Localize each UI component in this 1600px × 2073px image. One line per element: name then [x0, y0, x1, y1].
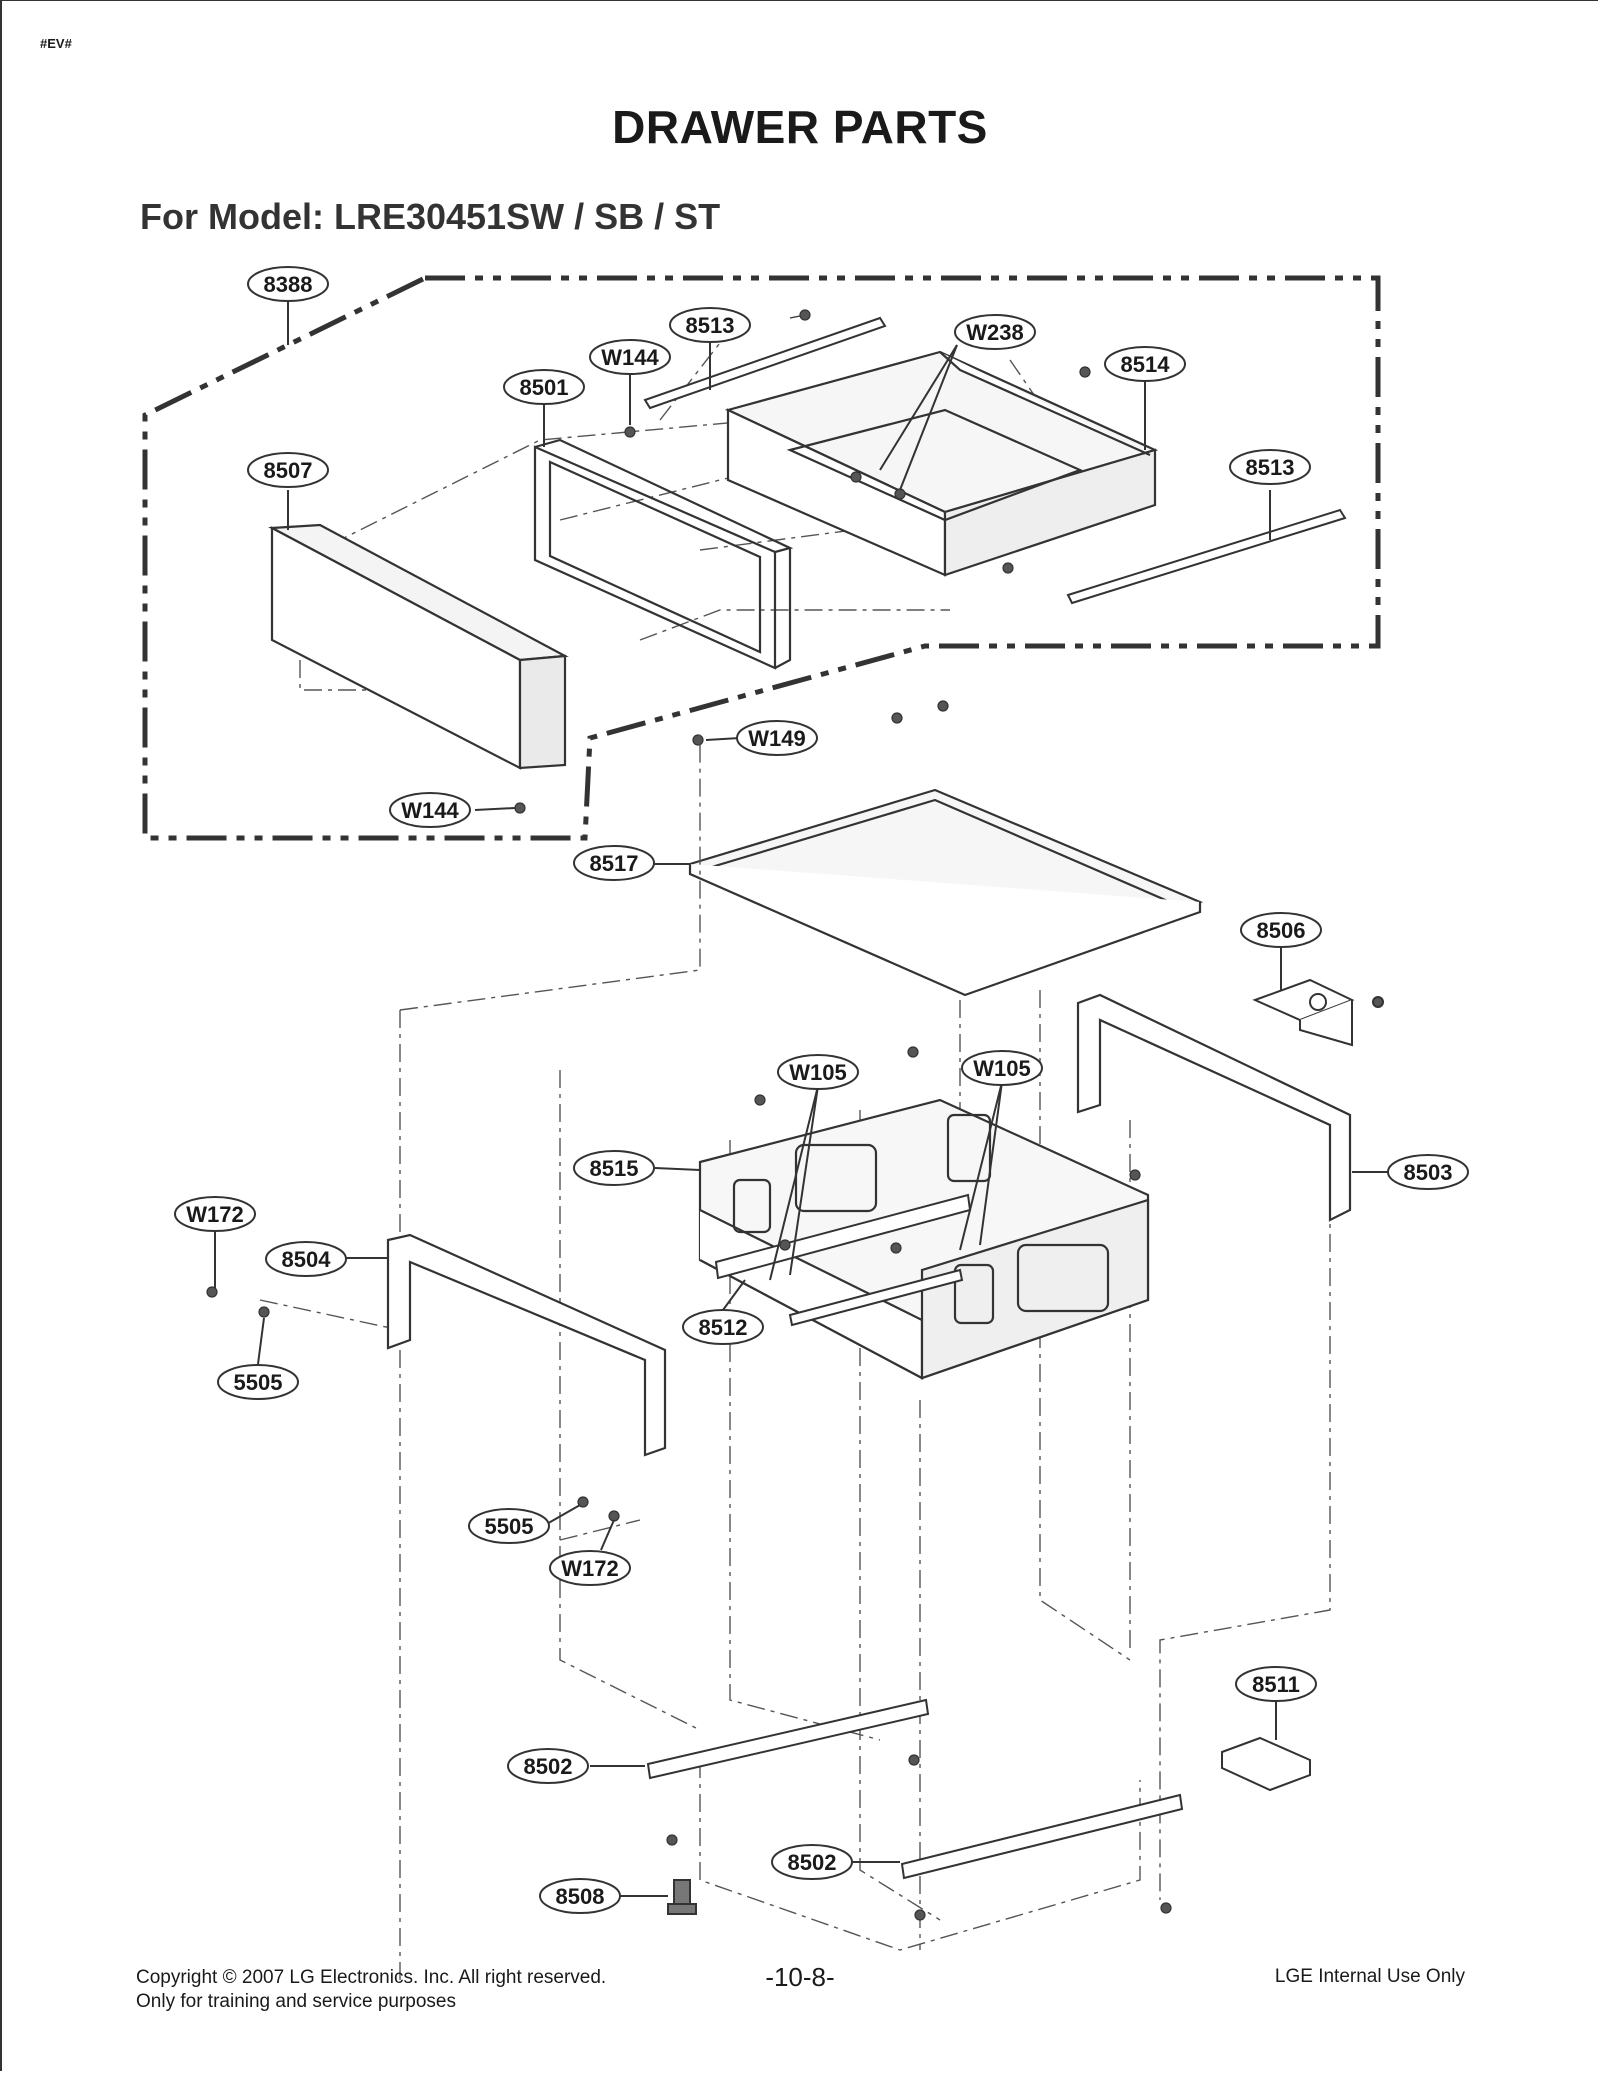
- document-tag: #EV#: [40, 36, 72, 51]
- callout-w144-bottom: W144: [389, 792, 471, 828]
- callout-label: 8506: [1257, 918, 1306, 943]
- callout-5505-left: 5505: [217, 1364, 299, 1400]
- part-8504-side-rail-left: [386, 1233, 667, 1457]
- footer-copyright: Copyright © 2007 LG Electronics. Inc. Al…: [136, 1967, 607, 1988]
- part-8513-rail-right: [1066, 508, 1347, 605]
- part-8503-side-rail-right: [1076, 993, 1352, 1222]
- footer-internal-note: LGE Internal Use Only: [1274, 1966, 1465, 1987]
- callout-w149: W149: [736, 720, 818, 756]
- part-8507-drawer-front: [268, 523, 569, 770]
- callouts: 8388 8513 W238 W144 8514 8501 8507 8513 …: [174, 266, 1469, 1914]
- callout-8514: 8514: [1104, 346, 1186, 382]
- footer-purpose: Only for training and service purposes: [136, 1991, 456, 2012]
- callout-8504: 8504: [265, 1241, 347, 1277]
- callout-label: 8507: [264, 458, 313, 483]
- leader-lines: [214, 300, 1390, 1897]
- callout-label: W238: [966, 320, 1023, 345]
- model-subtitle: For Model: LRE30451SW / SB / ST: [140, 196, 721, 237]
- part-8502-rail-right: [900, 1793, 1184, 1880]
- callout-label: 8511: [1252, 1672, 1300, 1697]
- callout-label: 8503: [1404, 1160, 1453, 1185]
- part-8501-drawer-frame: [533, 438, 794, 670]
- part-8502-rail-left: [646, 1698, 930, 1780]
- callout-label: W144: [601, 345, 659, 370]
- callout-8502-right: 8502: [771, 1844, 853, 1880]
- callout-label: 8388: [264, 272, 313, 297]
- page-title: DRAWER PARTS: [612, 101, 988, 153]
- screws-upper: [514, 309, 1091, 814]
- callout-label: 5505: [485, 1514, 534, 1539]
- callout-label: W172: [186, 1202, 243, 1227]
- callout-8506: 8506: [1240, 912, 1322, 948]
- callout-w172-left: W172: [174, 1196, 256, 1232]
- callout-w105-right: W105: [961, 1050, 1043, 1086]
- lower-alignment-lines: [259, 730, 1331, 1980]
- callout-8515: 8515: [573, 1150, 655, 1186]
- callout-5505-center: 5505: [468, 1508, 550, 1544]
- part-8514-drawer-tub: [724, 350, 1159, 577]
- callout-label: 8502: [524, 1754, 573, 1779]
- callout-8501: 8501: [503, 369, 585, 405]
- callout-label: W172: [561, 1556, 618, 1581]
- callout-label: 8513: [1246, 455, 1295, 480]
- page-number: -10-8-: [765, 1962, 835, 1992]
- callout-w105-left: W105: [777, 1054, 859, 1090]
- callout-label: 8504: [282, 1247, 332, 1272]
- callout-label: W144: [401, 798, 459, 823]
- callout-8507: 8507: [247, 452, 329, 488]
- callout-label: W149: [748, 726, 805, 751]
- part-8517-top-plate: [686, 788, 1204, 997]
- callout-8503: 8503: [1387, 1154, 1469, 1190]
- callout-label: 8514: [1121, 352, 1171, 377]
- callout-label: 8501: [520, 375, 569, 400]
- callout-label: 8517: [590, 851, 639, 876]
- part-8512-rail: [714, 1193, 972, 1327]
- callout-8508: 8508: [539, 1878, 621, 1914]
- fasteners-lower: [206, 1046, 1172, 1921]
- callout-label: 8508: [556, 1884, 605, 1909]
- callout-label: 8513: [686, 313, 735, 338]
- part-8508-leveling-foot: [667, 1879, 697, 1915]
- callout-label: W105: [789, 1060, 846, 1085]
- callout-8388: 8388: [247, 266, 329, 302]
- callout-8512: 8512: [682, 1309, 764, 1345]
- part-8511-clip: [1221, 1736, 1311, 1792]
- part-8506-bracket: [1252, 978, 1384, 1047]
- callout-8513-top: 8513: [669, 307, 751, 343]
- callout-8511: 8511: [1235, 1666, 1317, 1702]
- callout-w172-center: W172: [549, 1550, 631, 1586]
- part-8513-rail-left: [643, 316, 887, 410]
- callout-8513-right: 8513: [1229, 449, 1311, 485]
- footer-copyright-block: Copyright © 2007 LG Electronics. Inc. Al…: [136, 1966, 606, 2014]
- callout-w144-top: W144: [589, 339, 671, 375]
- callout-8517: 8517: [573, 845, 655, 881]
- callout-8502-left: 8502: [507, 1748, 589, 1784]
- callout-label: 8512: [699, 1315, 748, 1340]
- callout-label: W105: [973, 1056, 1030, 1081]
- drawer-assembly-boundary: [142, 275, 1381, 841]
- callout-label: 8502: [788, 1850, 837, 1875]
- callout-label: 8515: [590, 1156, 639, 1181]
- callout-label: 5505: [234, 1370, 283, 1395]
- part-8515-base-box: [698, 1098, 1150, 1380]
- callout-w238: W238: [954, 314, 1036, 350]
